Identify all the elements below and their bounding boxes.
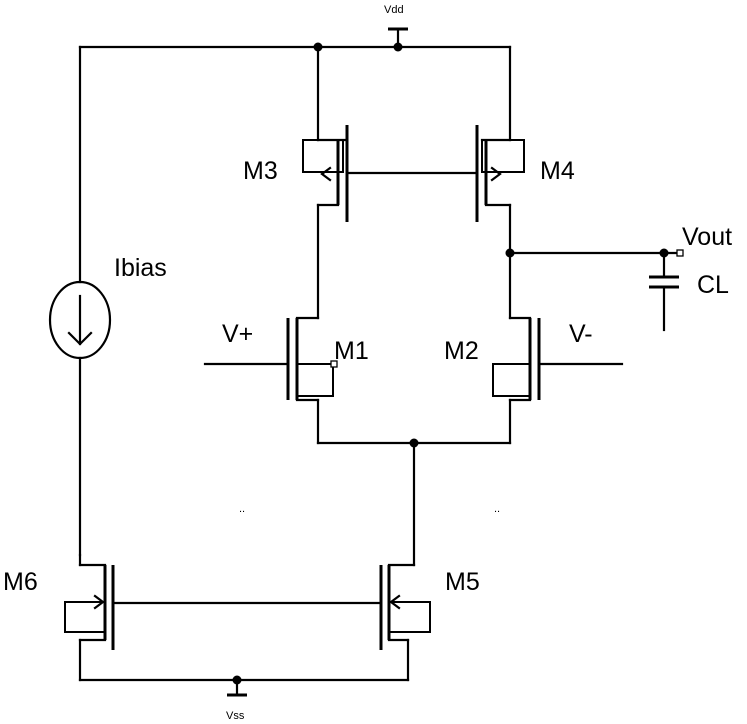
- transistor-m1: [203, 316, 338, 445]
- vminus-label: V-: [569, 320, 593, 348]
- load-capacitor-cl: [649, 251, 679, 332]
- cl-label: CL: [697, 271, 729, 299]
- output-node: [505, 248, 684, 258]
- transistor-m4: [475, 125, 525, 320]
- vdd-label: Vdd: [384, 4, 404, 16]
- m4-label: M4: [540, 157, 575, 185]
- ibias-label: Ibias: [114, 254, 167, 282]
- vdd-rail: [78, 27, 512, 284]
- ibias-current-source: [48, 280, 112, 557]
- m2-label: M2: [444, 337, 479, 365]
- transistor-m3: [302, 125, 349, 320]
- vss-rail: [78, 675, 410, 697]
- dots-left: ..: [239, 503, 245, 515]
- transistor-m2: [492, 316, 624, 445]
- m6-label: M6: [3, 568, 38, 596]
- vout-label: Vout: [682, 223, 732, 251]
- tail-node: [316, 438, 512, 567]
- transistor-m6: [64, 553, 115, 682]
- vplus-label: V+: [222, 320, 253, 348]
- dots-right: ..: [494, 503, 500, 515]
- transistor-m5: [379, 563, 431, 682]
- m3-label: M3: [243, 157, 278, 185]
- m1-label: M1: [334, 337, 369, 365]
- vss-label: Vss: [226, 710, 245, 722]
- m5-label: M5: [445, 568, 480, 596]
